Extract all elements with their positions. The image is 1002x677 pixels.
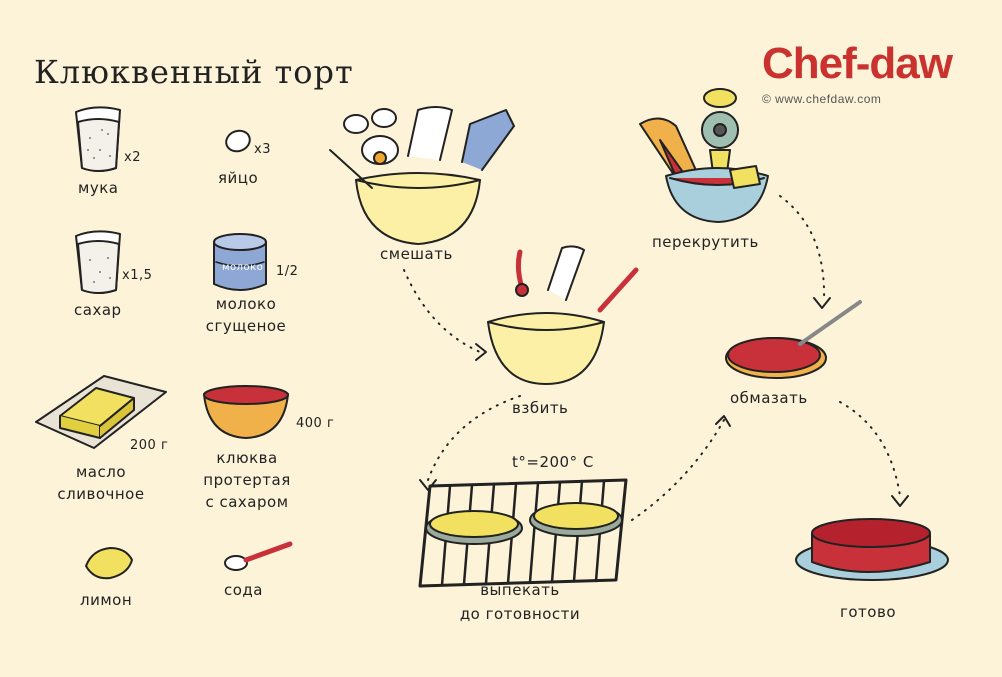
brand-logo: Chef-daw (762, 39, 953, 88)
flow-arrows (403, 195, 901, 521)
step-mix-label: смешать (380, 245, 453, 263)
mixing-bowl-icon (329, 106, 515, 245)
arrow-head (419, 479, 437, 491)
sugar-glass-icon (75, 230, 121, 294)
flour-quantity: x2 (124, 150, 141, 165)
soda-spoon-icon (224, 541, 293, 571)
spread-cake-icon (725, 300, 862, 379)
cranberry-quantity: 400 г (296, 416, 335, 431)
recipe-title: Клюквенный торт (34, 53, 354, 91)
milk-label-line1: молоко (215, 295, 277, 313)
milk-label-line2: сгущеное (205, 317, 287, 335)
egg-label: яйцо (218, 169, 259, 187)
oven-rack-icon (418, 478, 628, 588)
condensed-milk-can-icon (213, 233, 267, 291)
lemon-icon (85, 547, 133, 580)
flour-label: мука (78, 179, 119, 197)
step-done-label: готово (840, 603, 896, 621)
step-grind-label: перекрутить (652, 233, 759, 251)
arrow-head (891, 495, 909, 507)
whisk-bowl-icon (487, 245, 639, 385)
egg-quantity: x3 (254, 142, 271, 157)
bake-temperature: t°=200° C (512, 453, 594, 471)
butter-icon (35, 375, 167, 449)
milk-can-text: молоко (222, 262, 264, 273)
butter-label-line2: сливочное (57, 485, 145, 503)
brand-url[interactable]: © www.chefdaw.com (762, 92, 882, 106)
soda-label: сода (224, 581, 263, 599)
step-whisk-label: взбить (512, 399, 569, 417)
flour-glass-icon (75, 106, 121, 172)
meat-grinder-bowl-icon (639, 88, 769, 223)
butter-quantity: 200 г (130, 438, 169, 453)
lemon-label: лимон (80, 591, 133, 609)
sugar-label: сахар (74, 301, 122, 319)
cranberry-label-line2: протертая (203, 471, 291, 489)
step-spread-label: обмазать (730, 389, 808, 407)
arrow-head (813, 297, 831, 309)
sugar-quantity: x1,5 (122, 268, 153, 283)
milk-quantity: 1/2 (276, 264, 299, 279)
cranberry-label-line3: с сахаром (205, 493, 289, 511)
cranberry-label-line1: клюква (216, 449, 278, 467)
butter-label-line1: масло (75, 463, 127, 481)
step-bake-label-line1: выпекать (480, 581, 560, 599)
step-bake-label-line2: до готовности (459, 605, 581, 623)
arrow-head (475, 343, 487, 361)
arrow-head (715, 415, 731, 427)
egg-icon (225, 129, 251, 153)
finished-cake-icon (795, 518, 949, 581)
cranberry-bowl-icon (203, 385, 289, 439)
